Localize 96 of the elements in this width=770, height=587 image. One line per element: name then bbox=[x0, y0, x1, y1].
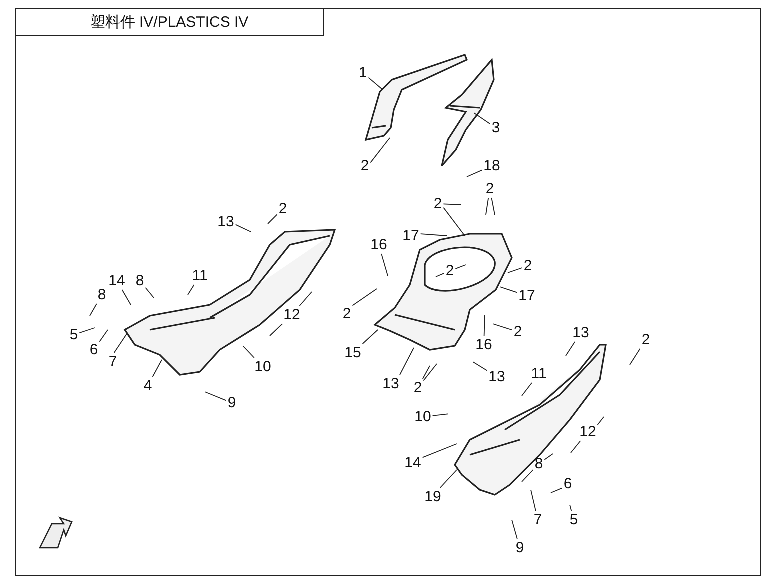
leader-line bbox=[370, 138, 390, 164]
leader-line bbox=[90, 304, 98, 316]
callout-number: 16 bbox=[370, 238, 388, 252]
callout-number: 2 bbox=[414, 380, 422, 396]
callout-number: 2 bbox=[434, 196, 442, 212]
leader-line bbox=[443, 204, 462, 206]
leader-line bbox=[368, 77, 384, 90]
leader-line bbox=[381, 254, 388, 276]
callout-number: 1 bbox=[358, 66, 368, 80]
callout-number: 3 bbox=[492, 120, 500, 136]
leader-line bbox=[422, 444, 458, 458]
side-panel-drawing bbox=[124, 229, 336, 376]
callout-number: 13 bbox=[488, 370, 506, 384]
leader-line bbox=[455, 264, 466, 270]
callout-number: 14 bbox=[108, 274, 126, 288]
leader-line bbox=[440, 470, 458, 488]
leader-line bbox=[472, 362, 488, 372]
leader-line bbox=[423, 364, 438, 382]
leader-line bbox=[362, 330, 378, 344]
leader-line bbox=[597, 416, 604, 426]
leader-line bbox=[486, 198, 490, 216]
leader-line bbox=[235, 224, 252, 232]
callout-number: 2 bbox=[514, 324, 522, 340]
leader-line bbox=[242, 346, 255, 358]
callout-number: 5 bbox=[70, 328, 78, 342]
callout-number: 4 bbox=[144, 378, 152, 394]
callout-number: 2 bbox=[524, 258, 532, 274]
leader-line bbox=[400, 348, 414, 376]
callout-number: 17 bbox=[402, 228, 420, 244]
leader-line bbox=[299, 292, 312, 306]
leader-line bbox=[270, 324, 284, 336]
callout-number: 8 bbox=[98, 288, 106, 302]
callout-number: 2 bbox=[446, 264, 454, 278]
callout-number: 13 bbox=[382, 376, 400, 392]
leader-line bbox=[484, 314, 486, 336]
leader-line bbox=[152, 360, 162, 378]
callout-number: 10 bbox=[254, 360, 272, 374]
leader-line bbox=[188, 284, 195, 296]
callout-number: 2 bbox=[486, 182, 494, 196]
callout-number: 7 bbox=[108, 354, 118, 370]
leader-line bbox=[550, 488, 563, 494]
callout-number: 10 bbox=[414, 410, 432, 424]
callout-number: 11 bbox=[531, 366, 547, 382]
leader-line bbox=[420, 234, 448, 236]
leader-line bbox=[268, 214, 278, 224]
callout-number: 6 bbox=[564, 476, 572, 492]
leader-line bbox=[530, 490, 536, 512]
callout-number: 8 bbox=[136, 274, 144, 288]
callout-number: 2 bbox=[342, 306, 352, 322]
callout-number: 13 bbox=[572, 326, 590, 340]
callout-number: 9 bbox=[228, 396, 236, 410]
leader-line bbox=[566, 342, 576, 356]
leader-line bbox=[544, 454, 554, 460]
leader-line bbox=[491, 198, 496, 216]
leader-line bbox=[570, 440, 582, 454]
callout-number: 13 bbox=[218, 214, 234, 230]
leader-line bbox=[522, 382, 532, 396]
callout-number: 15 bbox=[344, 346, 362, 360]
callout-number: 16 bbox=[476, 338, 492, 352]
leader-line bbox=[436, 272, 445, 278]
leader-line bbox=[522, 470, 534, 482]
callout-number: 9 bbox=[516, 540, 524, 556]
callout-number: 2 bbox=[278, 202, 288, 216]
callout-number: 17 bbox=[518, 288, 536, 304]
leader-line bbox=[500, 286, 518, 294]
callout-number: 14 bbox=[404, 456, 422, 470]
leader-line bbox=[79, 328, 96, 334]
callout-number: 2 bbox=[360, 158, 370, 174]
leader-line bbox=[474, 112, 491, 125]
leader-line bbox=[122, 290, 132, 306]
callout-number: 18 bbox=[484, 158, 500, 174]
callout-number: 7 bbox=[534, 512, 542, 528]
leader-line bbox=[422, 366, 430, 380]
callout-number: 12 bbox=[580, 424, 596, 440]
leader-line bbox=[466, 170, 483, 178]
leader-line bbox=[570, 504, 572, 512]
leader-line bbox=[508, 268, 523, 274]
callout-number: 19 bbox=[424, 490, 442, 504]
leader-line bbox=[114, 334, 128, 354]
leader-line bbox=[512, 520, 518, 540]
callout-number: 11 bbox=[192, 268, 208, 284]
leader-line bbox=[432, 414, 448, 416]
leader-line bbox=[145, 287, 154, 298]
callout-number: 6 bbox=[90, 342, 98, 358]
callout-number: 8 bbox=[534, 456, 544, 472]
leader-line bbox=[352, 288, 378, 306]
leader-line bbox=[443, 207, 466, 236]
upper-cover-drawing bbox=[365, 54, 468, 141]
title: 塑料件 IV/PLASTICS IV bbox=[90, 12, 249, 32]
callout-number: 5 bbox=[570, 512, 578, 528]
callout-number: 2 bbox=[642, 332, 650, 348]
callout-number: 12 bbox=[284, 308, 300, 322]
leader-line bbox=[204, 392, 227, 402]
leader-line bbox=[630, 348, 641, 366]
leader-line bbox=[99, 330, 108, 342]
leader-line bbox=[492, 324, 513, 331]
